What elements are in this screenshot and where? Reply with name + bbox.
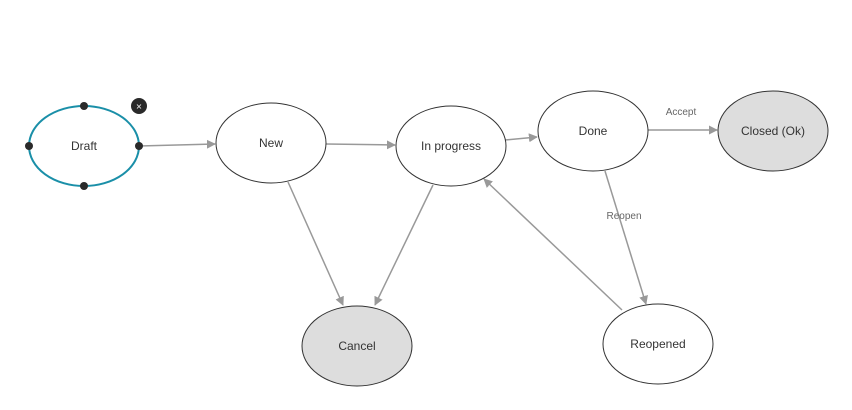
state-done-label: Done [579, 124, 608, 138]
state-closed-ok[interactable]: Closed (Ok) [717, 90, 829, 172]
state-in-progress-shape[interactable] [395, 105, 507, 187]
resize-handle-bottom[interactable] [80, 182, 88, 190]
edge-new-to-cancel[interactable] [287, 181, 344, 306]
state-new-shape[interactable] [215, 102, 327, 184]
state-new[interactable]: New [215, 102, 327, 184]
edge-done-to-reopened[interactable] [604, 170, 648, 305]
state-draft-label: Draft [71, 139, 98, 153]
resize-handle-left[interactable] [25, 142, 33, 150]
edge-label-accept: Accept [666, 107, 697, 118]
state-reopened-shape[interactable] [602, 303, 714, 385]
state-new-label: New [259, 136, 283, 150]
edge-in-progress-to-done[interactable] [504, 133, 538, 143]
close-icon[interactable] [131, 98, 147, 114]
edge-label-reopen: Reopen [606, 211, 641, 222]
state-in-progress[interactable]: In progress [395, 105, 507, 187]
state-cancel-label: Cancel [338, 339, 375, 353]
state-closed-ok-shape[interactable] [717, 90, 829, 172]
edge-reopened-to-in-progress[interactable] [483, 178, 623, 311]
close-icon-glyph: × [136, 102, 143, 111]
edges [138, 125, 718, 311]
state-in-progress-label: In progress [421, 139, 481, 153]
edge-in-progress-to-cancel[interactable] [374, 184, 434, 306]
state-draft[interactable]: Draft [25, 102, 143, 190]
resize-handle-top[interactable] [80, 102, 88, 110]
edge-new-to-in-progress[interactable] [325, 140, 396, 150]
state-done[interactable]: Done [537, 90, 649, 172]
state-done-shape[interactable] [537, 90, 649, 172]
state-reopened-label: Reopened [630, 337, 685, 351]
state-closed-ok-label: Closed (Ok) [741, 124, 805, 138]
connect-handle-right[interactable] [135, 142, 143, 150]
state-reopened[interactable]: Reopened [602, 303, 714, 385]
edge-draft-to-new[interactable] [138, 139, 216, 149]
state-cancel-shape[interactable] [301, 305, 413, 387]
delete-state-button[interactable]: × [131, 98, 147, 114]
state-cancel[interactable]: Cancel [301, 305, 413, 387]
